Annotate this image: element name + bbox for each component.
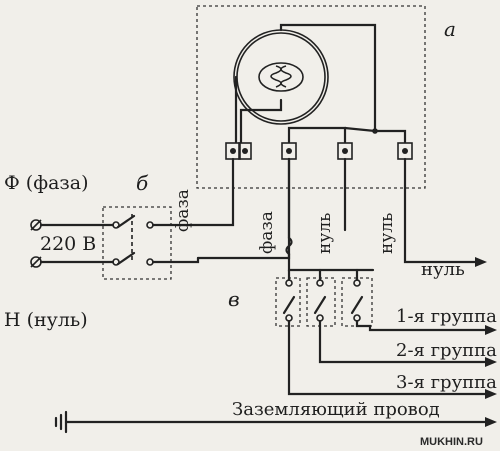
- meter-terminals: [225, 142, 413, 160]
- voltage-label: 220 В: [40, 233, 96, 255]
- wire-label-phase-1: фаза: [173, 189, 193, 232]
- group-1-label: 1-я группа: [396, 306, 497, 327]
- phase-input-label: Ф (фаза): [4, 172, 89, 194]
- null-out-label: нуль: [421, 259, 465, 280]
- meter-internal-wiring: [234, 23, 407, 144]
- main-switch-box: [102, 206, 172, 280]
- wire-label-null-2: нуль: [377, 213, 397, 254]
- ground-wire: [54, 410, 497, 434]
- group-breakers: [275, 268, 373, 327]
- breakers-letter: в: [228, 287, 240, 311]
- group-3-label: 3-я группа: [396, 372, 497, 393]
- wire-label-null-1: нуль: [315, 213, 335, 254]
- ground-wire-label: Заземляющий провод: [232, 399, 440, 420]
- switch-letter: б: [136, 171, 149, 195]
- neutral-input-label: Н (нуль): [4, 309, 88, 331]
- main-switch: [39, 214, 154, 266]
- group-2-label: 2-я группа: [396, 340, 497, 361]
- watermark: MUKHIN.RU: [420, 436, 483, 448]
- meter-letter: а: [444, 17, 456, 41]
- meter-box: [196, 5, 426, 189]
- input-terminals: [30, 219, 42, 268]
- wire-label-phase-2: фаза: [257, 211, 277, 254]
- group-output-wires: [287, 319, 497, 399]
